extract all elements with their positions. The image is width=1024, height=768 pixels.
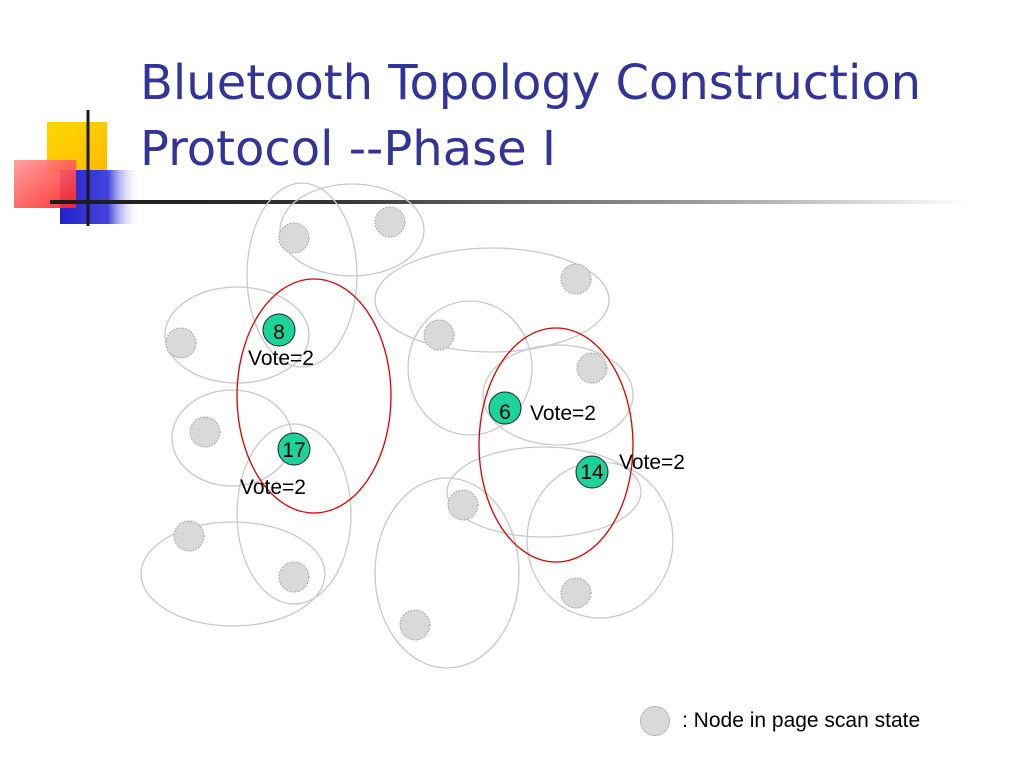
legend-label: : Node in page scan state xyxy=(682,709,921,732)
master-node-8-label: 8 xyxy=(273,321,285,344)
master-node-14-vote: Vote=2 xyxy=(619,451,685,474)
master-node-17-label: 17 xyxy=(282,439,305,462)
cluster-outline xyxy=(407,300,533,436)
page-scan-node xyxy=(399,609,431,641)
corner-decoration xyxy=(14,110,140,226)
page-scan-node xyxy=(189,416,221,448)
master-node-6-circle xyxy=(488,391,522,425)
page-scan-node xyxy=(173,520,205,552)
cluster-outline xyxy=(374,477,520,669)
page-title-line-2: Protocol --Phase I xyxy=(140,121,557,177)
title-underline xyxy=(50,200,970,204)
page-scan-node xyxy=(576,352,608,384)
master-node-6-vote: Vote=2 xyxy=(530,402,596,425)
legend-node-swatch xyxy=(640,706,670,736)
page-scan-node xyxy=(423,319,455,351)
master-node-8: 8 Vote=2 xyxy=(248,313,314,370)
legend: : Node in page scan state xyxy=(640,704,920,738)
master-node-17-vote: Vote=2 xyxy=(240,476,306,499)
page-title-line-1: Bluetooth Topology Construction xyxy=(140,55,922,111)
page-scan-node xyxy=(165,327,197,359)
cluster-outline xyxy=(446,446,642,538)
master-node-14: 14 Vote=2 xyxy=(575,451,685,489)
page-scan-node xyxy=(278,561,310,593)
group-outlines xyxy=(236,278,634,563)
master-node-17: 17 Vote=2 xyxy=(240,432,311,499)
master-node-8-circle xyxy=(262,313,296,347)
master-node-14-circle xyxy=(575,455,609,489)
cluster-outline xyxy=(171,389,293,487)
master-node-6: 6 Vote=2 xyxy=(488,391,596,425)
page-scan-node xyxy=(278,222,310,254)
cluster-outline xyxy=(279,183,425,277)
page-scan-node xyxy=(560,577,592,609)
cluster-outline xyxy=(236,423,352,605)
master-node-6-label: 6 xyxy=(499,401,511,424)
cluster-outline xyxy=(246,182,358,368)
cluster-outlines xyxy=(140,182,674,669)
page-scan-nodes xyxy=(165,206,608,641)
master-node-17-circle xyxy=(277,432,311,466)
page-title: Bluetooth Topology Construction Protocol… xyxy=(140,50,1010,182)
master-node-8-vote: Vote=2 xyxy=(248,347,314,370)
master-nodes: 8 Vote=2 17 Vote=2 6 Vote=2 14 Vote=2 xyxy=(240,313,685,499)
group-outline-left xyxy=(236,278,392,514)
cluster-outline xyxy=(140,521,326,627)
page-scan-node xyxy=(447,489,479,521)
page-scan-node xyxy=(374,206,406,238)
master-node-14-label: 14 xyxy=(580,461,604,484)
cluster-outline xyxy=(482,344,634,446)
cluster-outline xyxy=(374,247,610,353)
group-outline-right xyxy=(478,327,634,563)
page-scan-node xyxy=(560,263,592,295)
